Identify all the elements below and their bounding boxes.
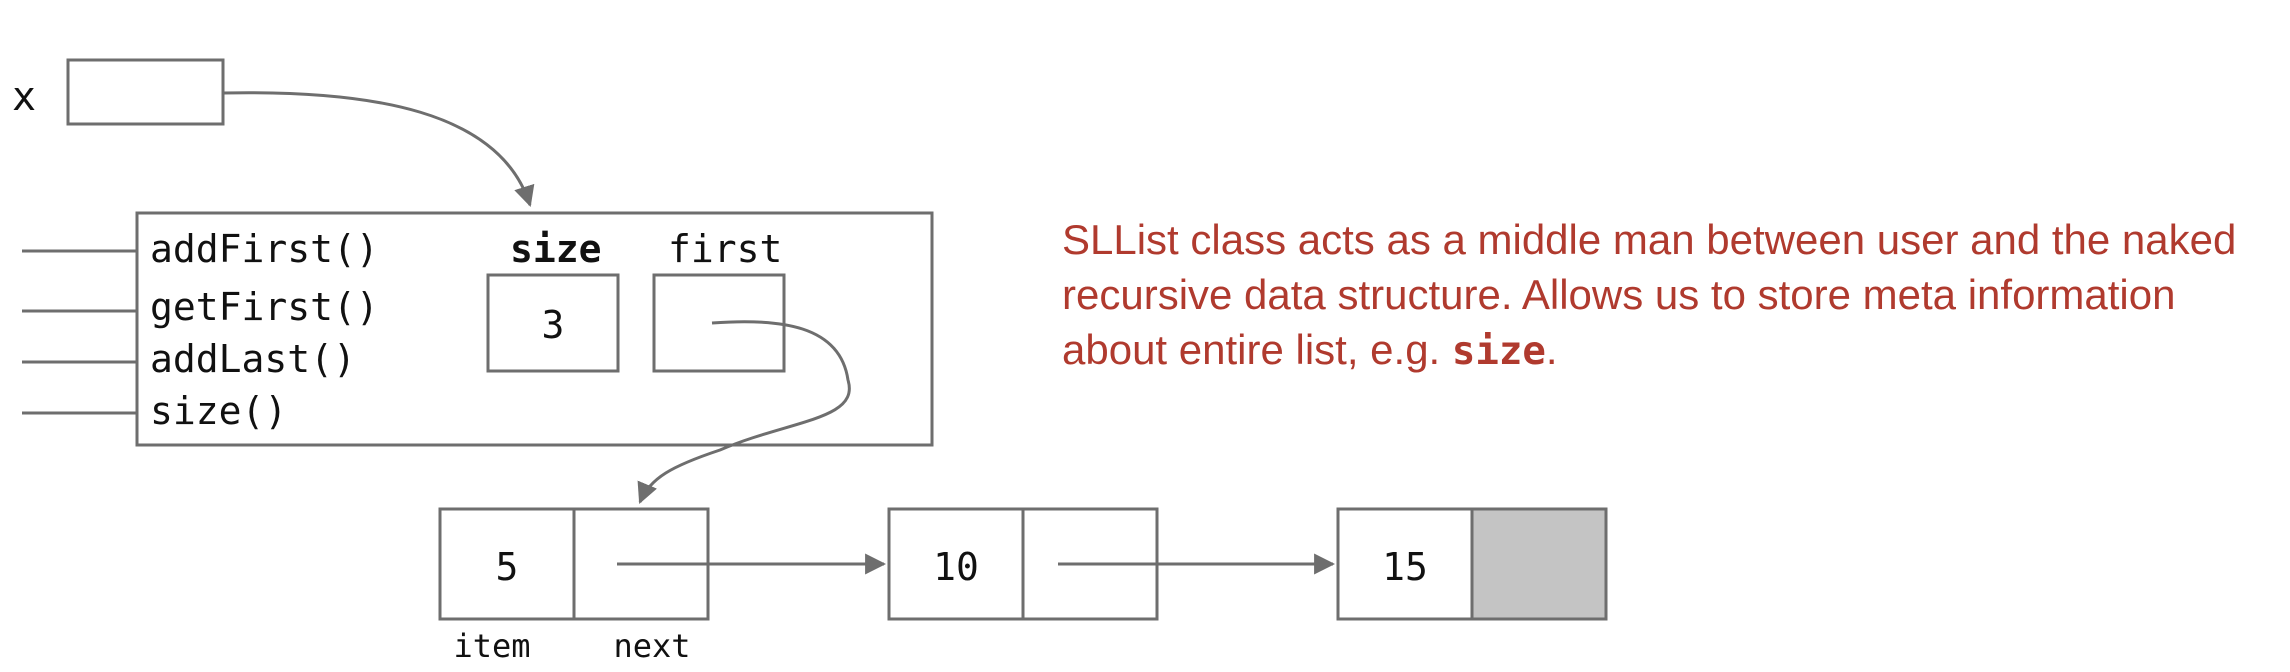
variable-x-box — [66, 58, 225, 126]
caption-text: SLList class acts as a middle man betwee… — [1062, 216, 2237, 373]
method-size: size() — [150, 389, 287, 433]
node-1-item-value: 5 — [496, 545, 519, 589]
field-size-value: 3 — [542, 303, 565, 347]
node-2-item-box — [887, 507, 1025, 621]
explanation-caption: SLList class acts as a middle man betwee… — [1062, 212, 2252, 379]
field-size-box — [486, 273, 620, 373]
node-item-caption: item — [453, 627, 530, 665]
field-size-label: size — [510, 227, 602, 271]
node-next-caption: next — [613, 627, 690, 665]
node-3-item-value: 15 — [1382, 545, 1428, 589]
field-first-label: first — [668, 227, 782, 271]
caption-period: . — [1545, 326, 1558, 373]
node-3-item-box — [1336, 507, 1474, 621]
first-pointer-arrow — [637, 320, 851, 504]
node-2-item-value: 10 — [933, 545, 979, 589]
x-pointer-arrow — [222, 91, 535, 208]
caption-code-size: size — [1451, 329, 1546, 374]
method-addfirst: addFirst() — [150, 227, 379, 271]
variable-x-label: x — [12, 74, 36, 120]
method-addlast: addLast() — [150, 337, 356, 381]
method-getfirst: getFirst() — [150, 285, 379, 329]
node-3-null-next-box — [1470, 507, 1608, 621]
